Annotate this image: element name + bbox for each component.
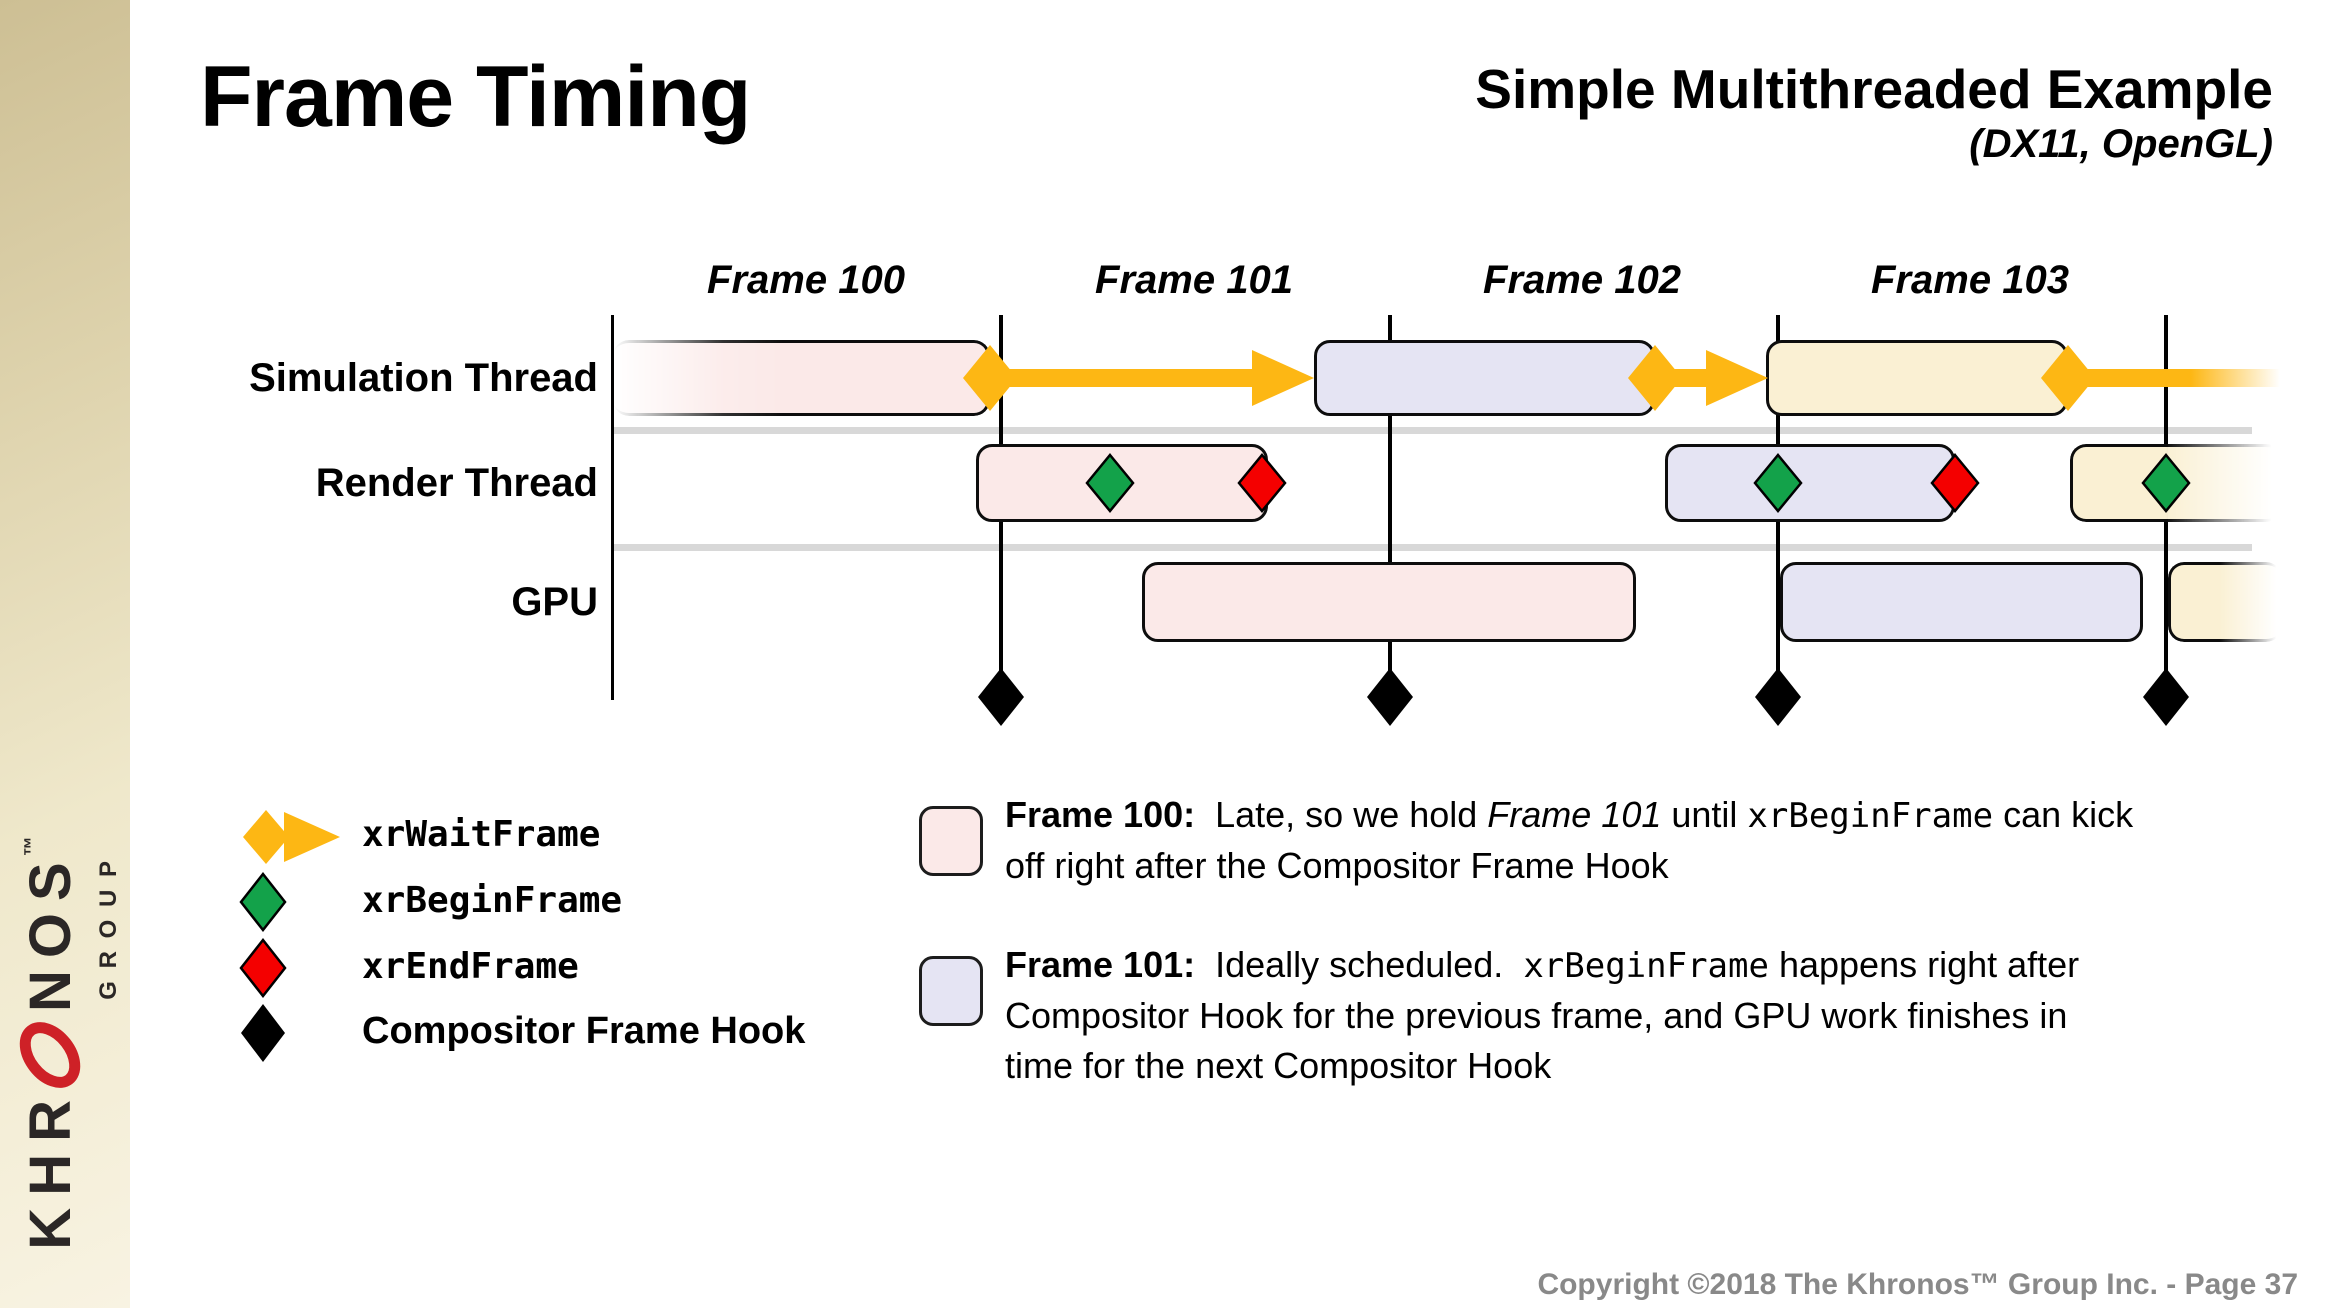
timeline-axis bbox=[611, 315, 614, 700]
frame-102-label: Frame 102 bbox=[1483, 258, 1681, 302]
legend-xrwaitframe-arrowhead-icon bbox=[284, 812, 340, 862]
legend-xrendframe-diamond-icon bbox=[239, 938, 287, 998]
xrbeginframe-diamond-icon bbox=[2141, 453, 2191, 513]
compositor-hook-diamond-icon bbox=[1755, 668, 1801, 726]
frame-101-label: Frame 101 bbox=[1095, 258, 1293, 302]
row-label-render-thread: Render Thread bbox=[315, 461, 598, 505]
sim-frame101-box bbox=[1314, 340, 1655, 416]
compositor-hook-line bbox=[1388, 315, 1392, 697]
frame100-note-text: can kick off right after the Compositor … bbox=[1005, 794, 2144, 886]
sim-frame100-box bbox=[613, 340, 990, 416]
frame100-color-swatch bbox=[919, 806, 983, 876]
subtitle-block: Simple Multithreaded Example (DX11, Open… bbox=[1475, 58, 2273, 168]
compositor-hook-diamond-icon bbox=[2143, 668, 2189, 726]
subtitle: Simple Multithreaded Example bbox=[1475, 58, 2273, 120]
page-title: Frame Timing bbox=[200, 49, 751, 145]
xrwaitframe-diamond-icon bbox=[963, 345, 1017, 411]
legend-label-compositor-frame-hook: Compositor Frame Hook bbox=[362, 1010, 806, 1052]
legend-xrbeginframe-diamond-icon bbox=[239, 872, 287, 932]
frame100-note-text: Late, so we hold bbox=[1195, 794, 1488, 835]
frame100-note-code: xrBeginFrame bbox=[1747, 796, 1994, 836]
xrwaitframe-arrow-bar-fading bbox=[2082, 369, 2280, 387]
frame101-note: Frame 101: Ideally scheduled. xrBeginFra… bbox=[1005, 940, 2145, 1091]
logo-tm: ™ bbox=[20, 836, 43, 857]
xrwaitframe-diamond-icon bbox=[1628, 345, 1682, 411]
gpu-frame100-box bbox=[1142, 562, 1636, 642]
row-label-simulation-thread: Simulation Thread bbox=[249, 356, 598, 400]
frame100-note-lead: Frame 100: bbox=[1005, 794, 1196, 835]
legend-label-xrwaitframe: xrWaitFrame bbox=[362, 814, 601, 855]
frame100-note-italic: Frame 101 bbox=[1487, 794, 1662, 835]
row-separator bbox=[611, 544, 2252, 551]
frame101-color-swatch bbox=[919, 956, 983, 1026]
frame-100-label: Frame 100 bbox=[707, 258, 905, 302]
xrwaitframe-arrow-bar bbox=[1668, 369, 1708, 387]
sim-frame102-box bbox=[1766, 340, 2068, 416]
frame101-note-text: Ideally scheduled. bbox=[1195, 944, 1524, 985]
compositor-hook-diamond-icon bbox=[978, 668, 1024, 726]
row-separator bbox=[611, 427, 2252, 434]
frame101-note-lead: Frame 101: bbox=[1005, 944, 1196, 985]
brand-strip: KHR NOS ™ G R O U P bbox=[0, 0, 130, 1308]
xrendframe-diamond-icon bbox=[1930, 453, 1980, 513]
frame100-note-text: until bbox=[1661, 794, 1748, 835]
legend-label-xrbeginframe: xrBeginFrame bbox=[362, 880, 623, 921]
xrbeginframe-diamond-icon bbox=[1753, 453, 1803, 513]
render-frame101-box bbox=[1665, 444, 1955, 522]
khronos-o-swoosh-icon bbox=[19, 1022, 81, 1088]
legend-compositor-hook-diamond-icon bbox=[241, 1004, 285, 1062]
xrwaitframe-arrowhead-icon bbox=[1706, 350, 1768, 406]
legend-label-xrendframe: xrEndFrame bbox=[362, 946, 579, 987]
khronos-wordmark: KHR NOS ™ bbox=[7, 780, 93, 1300]
frame101-note-text: happens right after Compositor Hook for … bbox=[1005, 944, 2090, 1086]
frame100-note: Frame 100: Late, so we hold Frame 101 un… bbox=[1005, 790, 2145, 891]
logo-letters-nos: NOS bbox=[17, 850, 83, 1013]
compositor-hook-diamond-icon bbox=[1367, 668, 1413, 726]
row-label-gpu: GPU bbox=[511, 580, 598, 624]
xrwaitframe-arrow-bar bbox=[1005, 369, 1252, 387]
frame101-note-code: xrBeginFrame bbox=[1523, 946, 1769, 986]
xrwaitframe-arrowhead-icon bbox=[1252, 350, 1314, 406]
logo-letters-khr: KHR bbox=[17, 1088, 83, 1250]
khronos-logo: KHR NOS ™ G R O U P bbox=[0, 780, 130, 1300]
xrendframe-diamond-icon bbox=[1237, 453, 1287, 513]
gpu-frame101-box bbox=[1780, 562, 2143, 642]
xrbeginframe-diamond-icon bbox=[1085, 453, 1135, 513]
subtitle-note: (DX11, OpenGL) bbox=[1969, 122, 2273, 166]
frame-103-label: Frame 103 bbox=[1871, 258, 2069, 302]
logo-group-text: G R O U P bbox=[95, 858, 122, 1000]
xrwaitframe-diamond-icon bbox=[2041, 345, 2095, 411]
legend-xrwaitframe-diamond-icon bbox=[243, 810, 289, 864]
copyright-text: Copyright ©2018 The Khronos™ Group Inc. … bbox=[1537, 1268, 2298, 1301]
gpu-frame102-box bbox=[2168, 562, 2282, 642]
